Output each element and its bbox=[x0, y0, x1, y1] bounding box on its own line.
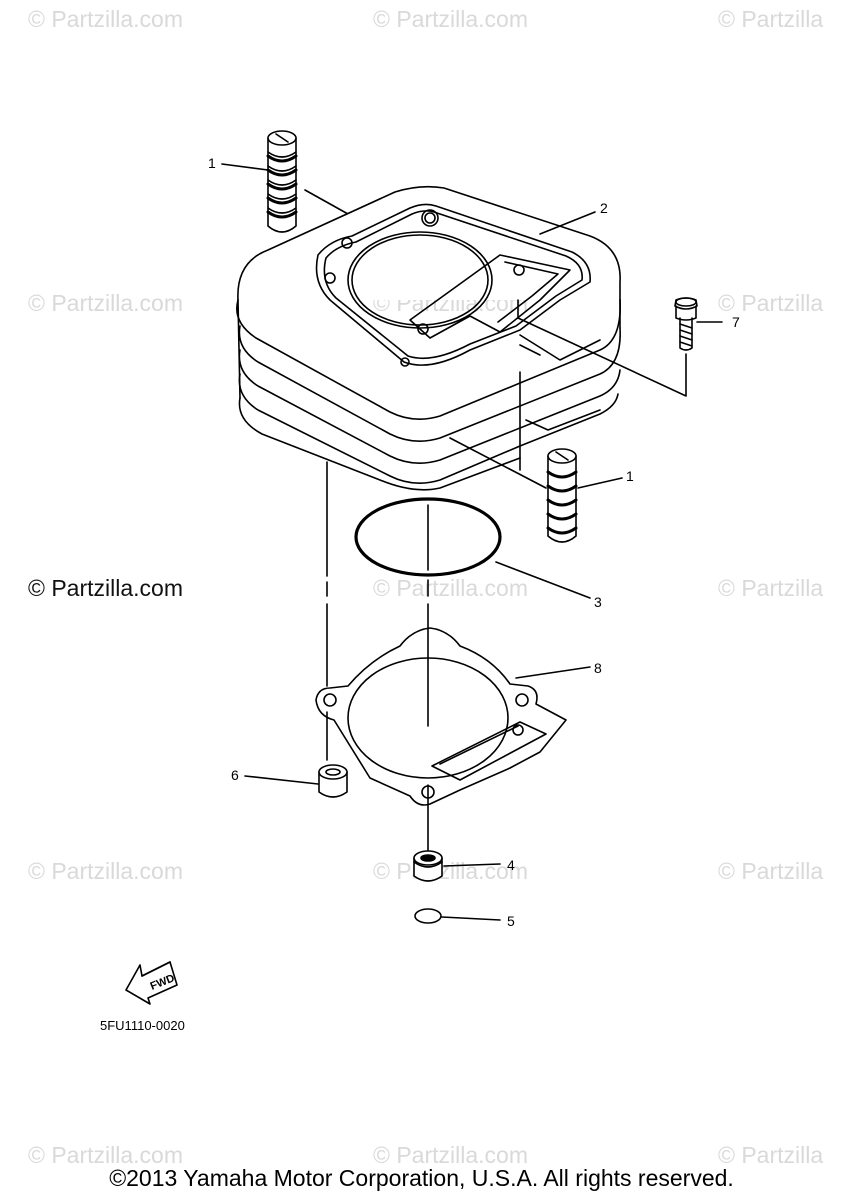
watermark: © Partzilla.com bbox=[28, 858, 183, 884]
part-1-dowel-top bbox=[266, 130, 298, 233]
watermark: © Partzilla.com bbox=[373, 6, 528, 32]
callout-6: 6 bbox=[231, 767, 239, 783]
assembly-line-1b bbox=[449, 437, 547, 489]
callout-8: 8 bbox=[594, 660, 602, 676]
watermark: © Partzilla bbox=[718, 1142, 824, 1168]
assembly-line-1a bbox=[304, 189, 349, 215]
watermark: © Partzilla.com bbox=[28, 1142, 183, 1168]
part-1-dowel-bottom bbox=[546, 448, 578, 543]
part-4-seal bbox=[413, 850, 443, 882]
leader-line-3 bbox=[495, 561, 591, 599]
watermark: © Partzilla.com bbox=[28, 6, 183, 32]
callout-3: 3 bbox=[594, 594, 602, 610]
callout-1: 1 bbox=[626, 468, 634, 484]
callout-2: 2 bbox=[600, 200, 608, 216]
leader-line-1a bbox=[221, 163, 269, 171]
watermark: © Partzilla bbox=[718, 575, 824, 601]
part-3-o-ring bbox=[354, 497, 502, 577]
leader-line-8 bbox=[515, 666, 591, 679]
callout-4: 4 bbox=[507, 857, 515, 873]
part-8-gasket bbox=[315, 627, 567, 806]
watermark: © Partzilla bbox=[718, 290, 824, 316]
part-2-cylinder bbox=[236, 185, 621, 491]
callout-1: 1 bbox=[208, 155, 216, 171]
watermark: © Partzilla.com bbox=[28, 290, 183, 316]
leader-line-6 bbox=[244, 775, 319, 785]
part-5-o-ring bbox=[414, 908, 442, 924]
watermark: © Partzilla.com bbox=[373, 858, 528, 884]
callout-7: 7 bbox=[732, 314, 740, 330]
leader-line-1b bbox=[577, 477, 623, 489]
leader-line-4 bbox=[443, 863, 501, 867]
leader-line-2 bbox=[539, 211, 596, 235]
callout-5: 5 bbox=[507, 913, 515, 929]
watermark: © Partzilla bbox=[718, 6, 824, 32]
assembly-line-7 bbox=[517, 299, 687, 397]
fwd-arrow-icon bbox=[125, 961, 178, 1005]
watermark: © Partzilla.com bbox=[373, 1142, 528, 1168]
part-6-collar bbox=[318, 764, 348, 798]
watermark-highlighted: © Partzilla.com bbox=[28, 575, 183, 601]
diagram-code: 5FU1110-0020 bbox=[100, 1018, 185, 1033]
leader-line-5 bbox=[441, 916, 501, 921]
watermark: © Partzilla.com bbox=[373, 575, 528, 601]
part-7-bolt bbox=[674, 297, 698, 351]
copyright-notice: ©2013 Yamaha Motor Corporation, U.S.A. A… bbox=[109, 1165, 734, 1191]
watermark: © Partzilla bbox=[718, 858, 824, 884]
